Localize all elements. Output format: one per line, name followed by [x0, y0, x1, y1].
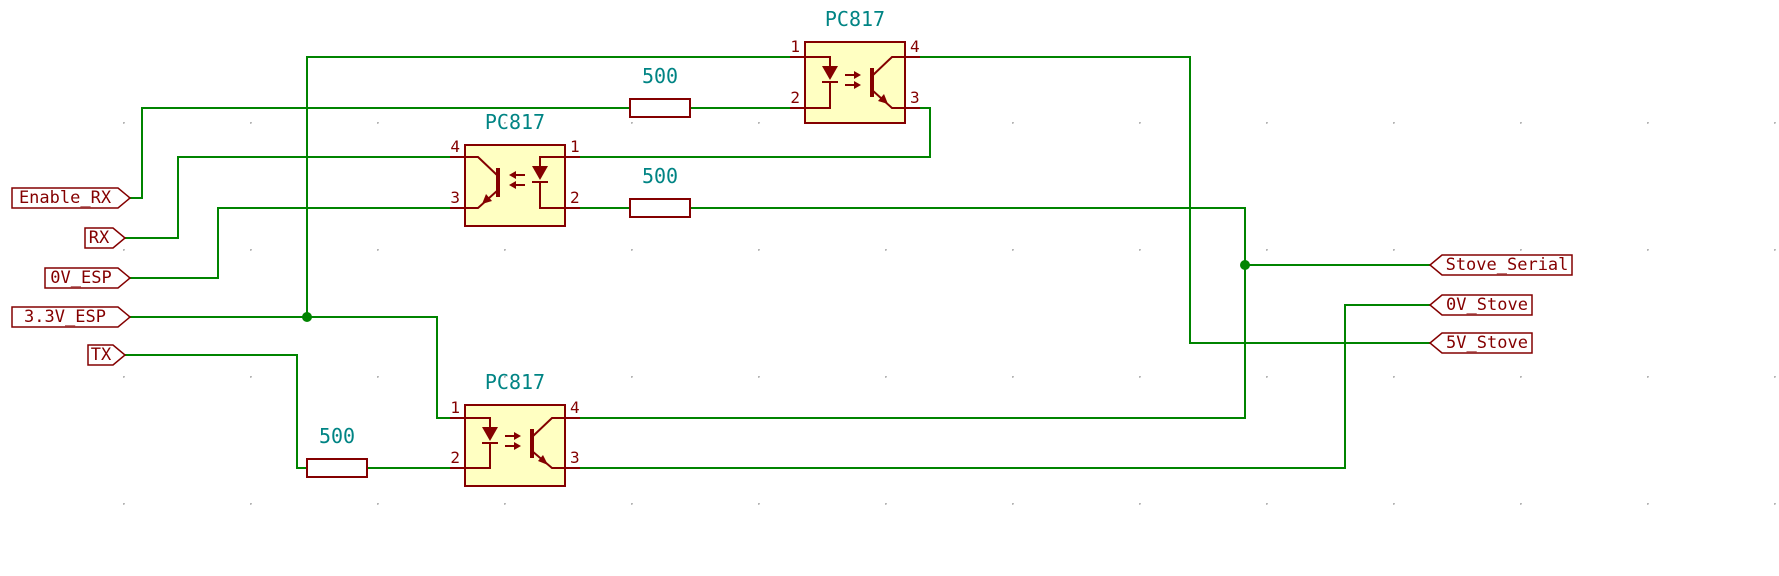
net-label-shape	[1428, 254, 1573, 276]
net-label-5v-stove[interactable]: 5V_Stove	[1428, 332, 1533, 354]
resistor-body[interactable]	[629, 198, 691, 218]
net-label-text: 3.3V_ESP	[24, 307, 106, 327]
emission-arrow-head-icon	[514, 442, 521, 450]
net-label-0v-stove[interactable]: 0V_Stove	[1428, 294, 1533, 316]
component-value[interactable]: PC817	[485, 370, 545, 394]
led-cathode-lead	[539, 182, 565, 209]
resistor-body[interactable]	[629, 98, 691, 118]
emission-arrow-head-icon	[514, 432, 521, 440]
pin-number-4: 4	[450, 137, 460, 156]
net-label-shape	[84, 227, 127, 249]
pin-number-4: 4	[910, 37, 920, 56]
optocoupler-top[interactable]: PC817 1 2 4 3	[790, 7, 920, 124]
resistor-value[interactable]: 500	[319, 424, 355, 448]
emitter-arrow-icon	[538, 455, 548, 465]
wire-tx-to-r-bottom[interactable]	[125, 354, 307, 469]
emission-arrow-head-icon	[509, 181, 516, 189]
wire-3v3-esp-branch-to-opto-top-pin1[interactable]	[306, 56, 790, 317]
emission-arrow-head-icon	[509, 171, 516, 179]
junction-dot-3v3[interactable]	[302, 312, 312, 322]
pin-stubs	[450, 156, 580, 209]
led-triangle-icon	[532, 166, 548, 180]
emitter-arrow-icon	[878, 94, 888, 104]
wire-opto-bottom-pin4-to-stove-serial-junction[interactable]	[580, 265, 1246, 419]
net-label-enable-rx[interactable]: Enable_RX	[11, 187, 132, 209]
pin-number-3: 3	[450, 188, 460, 207]
transistor-emitter	[871, 89, 905, 109]
optocoupler-middle[interactable]: PC817 4 3 1 2	[450, 110, 580, 227]
net-label-tx[interactable]: TX	[87, 344, 127, 366]
resistor-top[interactable]: 500	[629, 64, 691, 118]
net-label-text: Enable_RX	[19, 188, 112, 208]
led-cathode-lead	[465, 443, 491, 469]
pin-number-3: 3	[910, 88, 920, 107]
wires	[125, 56, 1430, 469]
transistor-emitter	[465, 189, 499, 209]
net-label-shape	[87, 344, 127, 366]
led-anode-lead	[805, 56, 831, 66]
led-anode-lead	[539, 156, 565, 166]
resistor-value[interactable]: 500	[642, 64, 678, 88]
transistor-collector	[871, 56, 905, 77]
net-label-shape	[44, 267, 132, 289]
net-label-3v3-esp[interactable]: 3.3V_ESP	[11, 306, 132, 328]
net-label-shape	[11, 306, 132, 328]
net-label-shape	[11, 187, 132, 209]
wire-opto-top-pin4-to-5v-stove[interactable]	[920, 56, 1430, 344]
wire-0v-esp-to-opto-middle-pin3[interactable]	[130, 207, 450, 279]
wire-3v3-esp-to-opto-bottom-pin1[interactable]	[130, 316, 450, 419]
net-label-text: TX	[91, 345, 112, 365]
resistor-value[interactable]: 500	[642, 164, 678, 188]
net-label-text: 0V_Stove	[1446, 295, 1528, 315]
led-triangle-icon	[822, 66, 838, 80]
wire-opto-top-pin3-to-opto-middle-pin1[interactable]	[580, 107, 931, 158]
wire-rx-to-opto-middle-pin4[interactable]	[125, 156, 450, 239]
net-label-text: Stove_Serial	[1446, 255, 1569, 275]
resistor-middle[interactable]: 500	[629, 164, 691, 218]
pin-number-2: 2	[450, 448, 460, 467]
component-value[interactable]: PC817	[825, 7, 885, 31]
led-anode-lead	[465, 417, 491, 427]
optocoupler-bottom[interactable]: PC817 1 2 4 3	[450, 370, 580, 487]
net-label-stove-serial[interactable]: Stove_Serial	[1428, 254, 1573, 276]
led-cathode-lead	[805, 82, 831, 109]
pin-number-3: 3	[570, 448, 580, 467]
net-label-0v-esp[interactable]: 0V_ESP	[44, 267, 132, 289]
net-label-shape	[1428, 332, 1533, 354]
pin-stubs	[790, 56, 920, 109]
emission-arrow-head-icon	[854, 71, 861, 79]
transistor-collector	[465, 156, 499, 177]
pin-number-2: 2	[790, 88, 800, 107]
pin-number-2: 2	[570, 188, 580, 207]
junction-dot-stove-serial[interactable]	[1240, 260, 1250, 270]
wire-opto-bottom-pin3-to-0v-stove[interactable]	[580, 304, 1430, 469]
resistor-body[interactable]	[306, 458, 368, 478]
net-label-rx[interactable]: RX	[84, 227, 127, 249]
pin-number-1: 1	[450, 398, 460, 417]
net-label-text: 0V_ESP	[50, 268, 111, 288]
net-label-shape	[1428, 294, 1533, 316]
led-triangle-icon	[482, 427, 498, 441]
pin-number-1: 1	[790, 37, 800, 56]
pin-number-1: 1	[570, 137, 580, 156]
transistor-collector	[531, 417, 565, 438]
transistor-emitter	[531, 450, 565, 469]
pin-stubs	[450, 417, 580, 469]
resistor-bottom[interactable]: 500	[306, 424, 368, 478]
wire-enable-rx-to-r-top[interactable]	[130, 107, 630, 199]
component-value[interactable]: PC817	[485, 110, 545, 134]
wire-r-middle-to-stove-serial-junction[interactable]	[690, 207, 1246, 265]
net-label-text: RX	[89, 228, 110, 248]
emitter-arrow-icon	[482, 194, 492, 204]
emission-arrow-head-icon	[854, 81, 861, 89]
net-label-text: 5V_Stove	[1446, 333, 1528, 353]
pin-number-4: 4	[570, 398, 580, 417]
